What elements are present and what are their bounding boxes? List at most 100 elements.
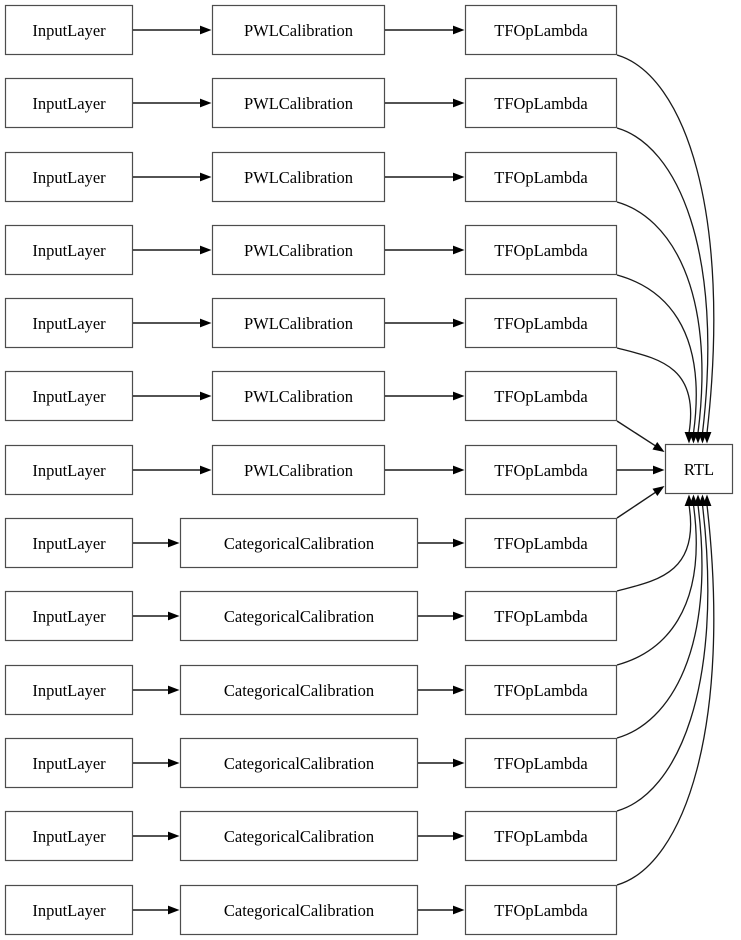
node-tf-op-lambda-8-rect xyxy=(464,590,618,642)
node-input-layer-3[interactable]: InputLayer xyxy=(4,224,134,276)
node-tf-op-lambda-0-rect xyxy=(464,4,618,56)
node-calibration-7-label: CategoricalCalibration xyxy=(224,534,374,553)
node-calibration-10-rect xyxy=(179,737,419,789)
node-input-layer-4[interactable]: InputLayer xyxy=(4,297,134,349)
arrowhead-input-to-calibration-10 xyxy=(168,758,180,768)
node-rtl-rect xyxy=(664,443,734,495)
node-tf-op-lambda-7-label: TFOpLambda xyxy=(494,534,588,553)
arrowhead-input-to-calibration-4 xyxy=(200,318,212,328)
arrowhead-input-to-calibration-11 xyxy=(168,831,180,841)
node-calibration-0[interactable]: PWLCalibration xyxy=(211,4,386,56)
node-calibration-3-rect xyxy=(211,224,386,276)
node-tf-op-lambda-11[interactable]: TFOpLambda xyxy=(464,810,618,862)
arrowhead-input-to-calibration-3 xyxy=(200,245,212,255)
node-input-layer-9[interactable]: InputLayer xyxy=(4,664,134,716)
arrowhead-calibration-to-lambda-12 xyxy=(453,905,465,915)
node-tf-op-lambda-0[interactable]: TFOpLambda xyxy=(464,4,618,56)
node-tf-op-lambda-11-rect xyxy=(464,810,618,862)
node-calibration-8[interactable]: CategoricalCalibration xyxy=(179,590,419,642)
node-tf-op-lambda-2[interactable]: TFOpLambda xyxy=(464,151,618,203)
node-calibration-7[interactable]: CategoricalCalibration xyxy=(179,517,419,569)
node-input-layer-1[interactable]: InputLayer xyxy=(4,77,134,129)
node-input-layer-5-rect xyxy=(4,370,134,422)
node-input-layer-0[interactable]: InputLayer xyxy=(4,4,134,56)
edge-lambda-to-rtl-10 xyxy=(616,504,703,739)
arrowhead-input-to-calibration-2 xyxy=(200,172,212,182)
node-tf-op-lambda-3[interactable]: TFOpLambda xyxy=(464,224,618,276)
node-calibration-10[interactable]: CategoricalCalibration xyxy=(179,737,419,789)
node-input-layer-1-label: InputLayer xyxy=(32,94,106,113)
node-calibration-6[interactable]: PWLCalibration xyxy=(211,444,386,496)
edge-lambda-to-rtl-4 xyxy=(616,347,692,434)
edge-lambda-to-rtl-0 xyxy=(616,54,715,434)
node-tf-op-lambda-1-label: TFOpLambda xyxy=(494,94,588,113)
node-tf-op-lambda-12-label: TFOpLambda xyxy=(494,901,588,920)
node-input-layer-0-rect xyxy=(4,4,134,56)
node-calibration-11[interactable]: CategoricalCalibration xyxy=(179,810,419,862)
node-calibration-9[interactable]: CategoricalCalibration xyxy=(179,664,419,716)
arrowhead-calibration-to-lambda-8 xyxy=(453,611,465,621)
node-tf-op-lambda-6[interactable]: TFOpLambda xyxy=(464,444,618,496)
node-tf-op-lambda-8[interactable]: TFOpLambda xyxy=(464,590,618,642)
node-input-layer-11-rect xyxy=(4,810,134,862)
node-tf-op-lambda-4[interactable]: TFOpLambda xyxy=(464,297,618,349)
node-input-layer-10[interactable]: InputLayer xyxy=(4,737,134,789)
node-tf-op-lambda-3-label: TFOpLambda xyxy=(494,241,588,260)
node-input-layer-7-rect xyxy=(4,517,134,569)
node-tf-op-lambda-7[interactable]: TFOpLambda xyxy=(464,517,618,569)
node-input-layer-12[interactable]: InputLayer xyxy=(4,884,134,936)
node-tf-op-lambda-5[interactable]: TFOpLambda xyxy=(464,370,618,422)
arrowhead-input-to-calibration-7 xyxy=(168,538,180,548)
node-tf-op-lambda-9[interactable]: TFOpLambda xyxy=(464,664,618,716)
straight-edges xyxy=(133,29,657,911)
node-input-layer-10-label: InputLayer xyxy=(32,754,106,773)
node-input-layer-6[interactable]: InputLayer xyxy=(4,444,134,496)
node-tf-op-lambda-1[interactable]: TFOpLambda xyxy=(464,77,618,129)
arrowhead-calibration-to-lambda-11 xyxy=(453,831,465,841)
node-calibration-6-rect xyxy=(211,444,386,496)
node-input-layer-1-rect xyxy=(4,77,134,129)
node-input-layer-7[interactable]: InputLayer xyxy=(4,517,134,569)
node-input-layer-5[interactable]: InputLayer xyxy=(4,370,134,422)
node-rtl[interactable]: RTL xyxy=(664,443,734,495)
node-tf-op-lambda-8-label: TFOpLambda xyxy=(494,607,588,626)
node-calibration-3[interactable]: PWLCalibration xyxy=(211,224,386,276)
arrowhead-input-to-calibration-12 xyxy=(168,905,180,915)
node-calibration-1[interactable]: PWLCalibration xyxy=(211,77,386,129)
edge-lambda-to-rtl-2 xyxy=(616,201,703,434)
node-tf-op-lambda-11-label: TFOpLambda xyxy=(494,827,588,846)
arrowhead-lambda-to-rtl-7 xyxy=(652,486,665,497)
node-input-layer-2[interactable]: InputLayer xyxy=(4,151,134,203)
node-calibration-12-label: CategoricalCalibration xyxy=(224,901,374,920)
node-calibration-12[interactable]: CategoricalCalibration xyxy=(179,884,419,936)
node-calibration-2-rect xyxy=(211,151,386,203)
node-input-layer-2-rect xyxy=(4,151,134,203)
node-calibration-4-label: PWLCalibration xyxy=(244,314,353,333)
node-tf-op-lambda-3-rect xyxy=(464,224,618,276)
node-input-layer-11[interactable]: InputLayer xyxy=(4,810,134,862)
node-tf-op-lambda-12[interactable]: TFOpLambda xyxy=(464,884,618,936)
node-calibration-5[interactable]: PWLCalibration xyxy=(211,370,386,422)
node-tf-op-lambda-4-rect xyxy=(464,297,618,349)
arrowhead-calibration-to-lambda-10 xyxy=(453,758,465,768)
node-calibration-4[interactable]: PWLCalibration xyxy=(211,297,386,349)
node-tf-op-lambda-6-label: TFOpLambda xyxy=(494,461,588,480)
node-calibration-5-rect xyxy=(211,370,386,422)
edge-lambda-to-rtl-5 xyxy=(616,420,657,447)
node-tf-op-lambda-10[interactable]: TFOpLambda xyxy=(464,737,618,789)
node-input-layer-5-label: InputLayer xyxy=(32,387,106,406)
node-calibration-1-rect xyxy=(211,77,386,129)
node-input-layer-6-rect xyxy=(4,444,134,496)
node-input-layer-12-label: InputLayer xyxy=(32,901,106,920)
arrowhead-calibration-to-lambda-0 xyxy=(453,25,465,35)
node-tf-op-lambda-10-label: TFOpLambda xyxy=(494,754,588,773)
arrowhead-lambda-to-rtl-12 xyxy=(702,494,712,506)
node-input-layer-8[interactable]: InputLayer xyxy=(4,590,134,642)
node-calibration-2[interactable]: PWLCalibration xyxy=(211,151,386,203)
arrowhead-calibration-to-lambda-2 xyxy=(453,172,465,182)
node-input-layer-10-rect xyxy=(4,737,134,789)
arrowhead-calibration-to-lambda-4 xyxy=(453,318,465,328)
arrowhead-calibration-to-lambda-7 xyxy=(453,538,465,548)
arrowhead-calibration-to-lambda-3 xyxy=(453,245,465,255)
curved-edges-to-rtl xyxy=(616,54,715,886)
